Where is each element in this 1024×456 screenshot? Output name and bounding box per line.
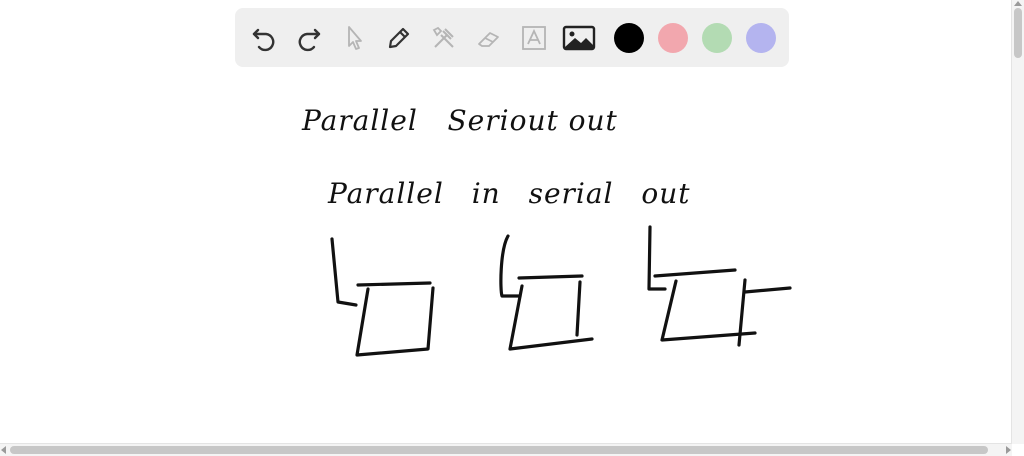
scroll-right-icon[interactable] bbox=[1006, 446, 1011, 454]
undo-button[interactable] bbox=[247, 21, 281, 55]
handwriting-layer bbox=[330, 225, 792, 357]
redo-icon bbox=[298, 28, 321, 51]
sketch-2-box bbox=[508, 280, 594, 351]
sketch-3-box bbox=[660, 279, 757, 342]
redo-button[interactable] bbox=[292, 21, 326, 55]
horizontal-scroll-thumb[interactable] bbox=[10, 446, 988, 454]
undo-icon bbox=[252, 28, 275, 51]
sketch-2-left-arm bbox=[499, 234, 522, 298]
drawing-toolbar bbox=[235, 8, 789, 67]
text-button[interactable] bbox=[517, 21, 551, 55]
vertical-scrollbar[interactable] bbox=[1011, 0, 1024, 444]
eraser-icon bbox=[478, 31, 499, 47]
color-swatch-lavender[interactable] bbox=[746, 22, 776, 53]
sketch-1-left-arm bbox=[330, 237, 358, 307]
handwriting-line-1: Parallel Seriout out bbox=[302, 104, 618, 137]
color-swatch-pink[interactable] bbox=[658, 22, 688, 53]
select-button[interactable] bbox=[337, 21, 371, 55]
sketch-1-top-line bbox=[356, 281, 432, 287]
sketch-3-top-line bbox=[653, 268, 737, 278]
sketch-3-left-arm bbox=[647, 225, 667, 291]
sketch-1-box bbox=[355, 286, 435, 357]
sketch-2-top-line bbox=[517, 274, 584, 280]
color-swatch-black[interactable] bbox=[614, 22, 644, 53]
pointer-icon bbox=[348, 25, 362, 50]
horizontal-scrollbar[interactable] bbox=[0, 443, 1012, 456]
vertical-scroll-thumb[interactable] bbox=[1014, 8, 1022, 58]
text-icon bbox=[522, 25, 546, 50]
scroll-left-icon[interactable] bbox=[1, 446, 6, 454]
sketch-3-output bbox=[737, 278, 792, 347]
scroll-up-icon[interactable] bbox=[1014, 1, 1022, 6]
image-button[interactable] bbox=[562, 21, 596, 55]
eraser-button[interactable] bbox=[472, 21, 506, 55]
image-icon bbox=[562, 25, 596, 50]
tools-button[interactable] bbox=[427, 21, 461, 55]
pen-icon bbox=[388, 27, 410, 48]
handwriting-line-2: Parallel in serial out bbox=[328, 177, 691, 210]
color-swatch-green[interactable] bbox=[702, 22, 732, 53]
tools-icon bbox=[432, 26, 454, 48]
pen-button[interactable] bbox=[382, 21, 416, 55]
